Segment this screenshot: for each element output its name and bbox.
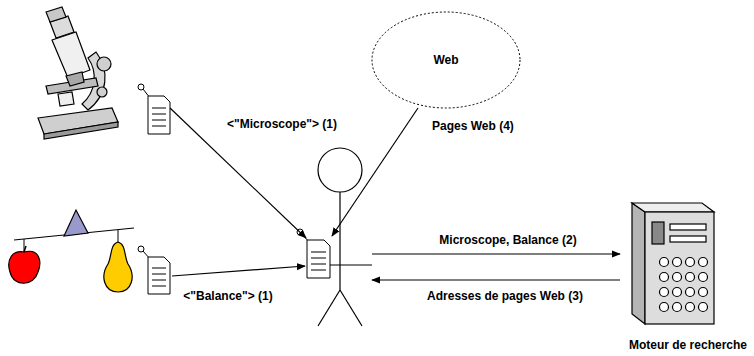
search-engine: Moteur de recherche bbox=[626, 338, 750, 352]
server-button bbox=[686, 273, 695, 282]
server-button bbox=[699, 288, 708, 297]
arrow-label: Pages Web (4) bbox=[430, 119, 516, 133]
server-button bbox=[673, 258, 682, 267]
server-button bbox=[686, 303, 695, 312]
server-button bbox=[699, 258, 708, 267]
server-button bbox=[673, 288, 682, 297]
arrow-label: Microscope, Balance (2) bbox=[437, 233, 578, 247]
tag-document bbox=[297, 229, 330, 278]
server-figure bbox=[632, 203, 714, 324]
server-button bbox=[699, 303, 708, 312]
arrow-label: <"Balance"> (1) bbox=[181, 289, 274, 303]
web-cloud: Web bbox=[370, 10, 522, 110]
server-button bbox=[673, 273, 682, 282]
server-button bbox=[660, 288, 669, 297]
server-button bbox=[660, 303, 669, 312]
person-figure bbox=[310, 148, 372, 326]
server-button bbox=[686, 288, 695, 297]
tag-document bbox=[138, 84, 170, 134]
server-button bbox=[673, 303, 682, 312]
server-button bbox=[660, 273, 669, 282]
arrows bbox=[170, 108, 620, 280]
node-label: Moteur de recherche bbox=[626, 338, 750, 352]
microscope-figure bbox=[38, 7, 118, 139]
node-label: Web bbox=[433, 53, 458, 67]
balance-figure bbox=[9, 210, 134, 292]
server-button bbox=[699, 273, 708, 282]
arrow-label: Adresses de pages Web (3) bbox=[425, 289, 585, 303]
arrow-label: <"Microscope"> (1) bbox=[225, 117, 339, 131]
tag-document bbox=[138, 246, 170, 294]
server-button bbox=[686, 258, 695, 267]
server-button bbox=[660, 258, 669, 267]
